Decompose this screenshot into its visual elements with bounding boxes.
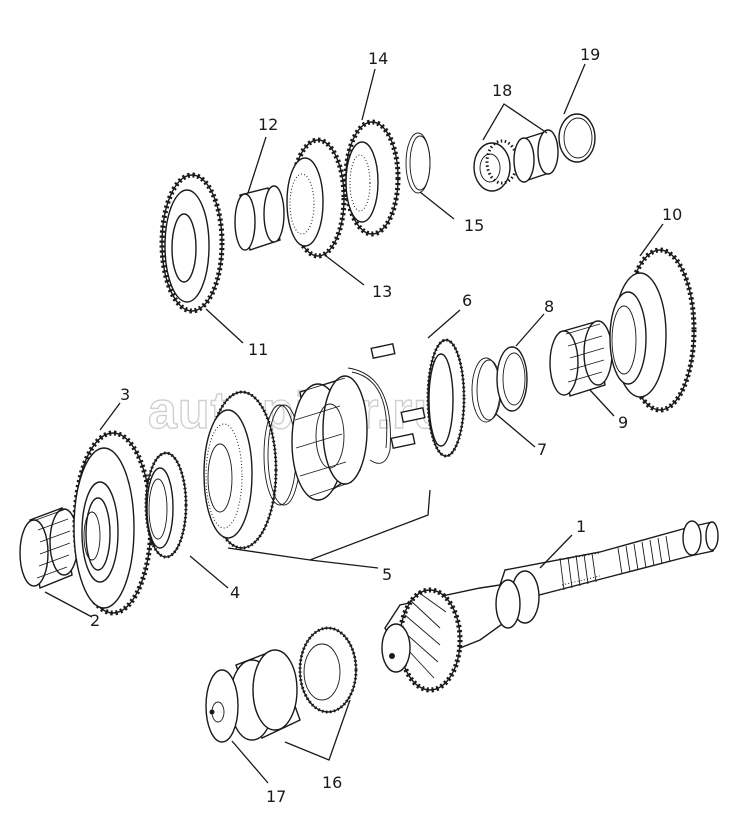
callout-18: 18 — [492, 81, 512, 100]
callout-5: 5 — [382, 565, 392, 584]
callout-9: 9 — [618, 413, 628, 432]
helical-gear-10 — [609, 247, 697, 413]
helical-gear-14 — [343, 119, 401, 237]
snap-ring-15 — [405, 132, 431, 194]
callouts: 1 2 3 4 5 6 7 8 9 10 11 12 13 14 15 16 1… — [90, 45, 682, 806]
callout-19: 19 — [580, 45, 600, 64]
synchronizer-assembly-5 — [203, 342, 426, 550]
needle-bearing-left — [19, 507, 79, 589]
main-shaft — [381, 520, 719, 693]
synchro-ring-6 — [426, 338, 466, 458]
callout-2: 2 — [90, 611, 100, 630]
callout-4: 4 — [230, 583, 240, 602]
tapered-roller-bearing-18 — [473, 129, 559, 192]
leader-lines — [44, 63, 664, 784]
callout-7: 7 — [537, 440, 547, 459]
bushing-12 — [234, 185, 285, 251]
callout-15: 15 — [464, 216, 484, 235]
callout-17: 17 — [266, 787, 286, 806]
callout-6: 6 — [462, 291, 472, 310]
callout-13: 13 — [372, 282, 392, 301]
tapered-roller-bearing-16 — [229, 626, 358, 741]
callout-11: 11 — [248, 340, 268, 359]
callout-3: 3 — [120, 385, 130, 404]
callout-14: 14 — [368, 49, 388, 68]
callout-1: 1 — [576, 517, 586, 536]
spacer-ring-8 — [496, 346, 528, 412]
ring-19 — [558, 113, 596, 163]
helical-gear-3 — [72, 430, 154, 616]
needle-bearing-right — [549, 320, 613, 397]
callout-8: 8 — [544, 297, 554, 316]
callout-12: 12 — [258, 115, 278, 134]
synchro-ring-4 — [144, 451, 188, 559]
callout-10: 10 — [662, 205, 682, 224]
shim-17 — [205, 669, 239, 743]
callout-16: 16 — [322, 773, 342, 792]
helical-gear-13 — [286, 137, 347, 259]
snap-ring-7 — [471, 357, 502, 423]
helical-gear-11 — [159, 172, 225, 314]
